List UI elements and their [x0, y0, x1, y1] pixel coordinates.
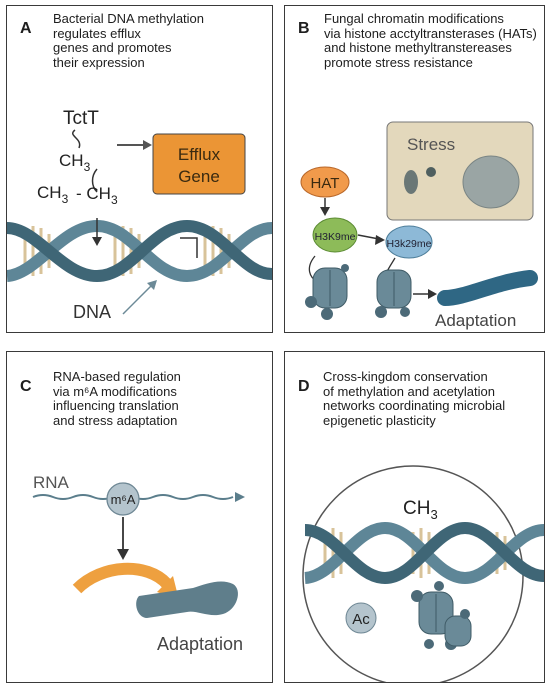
nucleosome-cluster-left	[305, 255, 349, 320]
dna-label: DNA	[73, 302, 111, 322]
panel-b: B Fungal chromatin modifications via his…	[284, 5, 545, 333]
rna-label: RNA	[33, 473, 70, 492]
m6a-node	[106, 482, 140, 516]
panel-c-letter: C	[20, 378, 32, 395]
panel-d: D Cross-kingdom conservation of methylat…	[284, 351, 545, 683]
efflux-gene-line2: Gene	[178, 167, 220, 186]
efflux-gene-box	[152, 133, 246, 195]
panel-b-letter: B	[298, 20, 310, 37]
h3k9me-node	[312, 217, 358, 253]
h3k9me-label: H3K9me	[315, 231, 356, 243]
hat-node	[300, 166, 350, 198]
dna-pointer-arrow	[122, 283, 154, 315]
panel-b-caption: Fungal chromatin modifications via histo…	[324, 11, 537, 70]
panel-a-dna-helix	[7, 219, 272, 283]
hat-label: HAT	[311, 175, 340, 192]
panel-a-caption: Bacterial DNA methylation regulates effl…	[53, 11, 205, 70]
adaptation-blob	[136, 581, 238, 618]
panel-d-diagram: CH3 Ac	[302, 465, 544, 682]
stress-particle-dot	[426, 167, 436, 177]
panel-a: A Bacterial DNA methylation regulates ef…	[6, 5, 273, 333]
h3k29me-node	[385, 225, 433, 259]
panel-b-diagram: Stress HAT H3K9me H3k29me	[300, 121, 538, 330]
tctt-bond	[72, 129, 81, 149]
panel-c: C RNA-based regulation via m⁶A modificat…	[6, 351, 273, 683]
panel-d-ch3-label: CH3	[403, 498, 438, 522]
ch3-left-label: CH3	[37, 183, 69, 206]
panel-c-caption: RNA-based regulation via m⁶A modificatio…	[53, 369, 181, 428]
acetyl-node	[345, 602, 377, 634]
panel-c-adaptation-label: Adaptation	[157, 634, 243, 654]
tctt-label: TctT	[63, 108, 99, 129]
panel-d-dna-helix	[303, 521, 544, 585]
ch3-top-label: CH3	[59, 151, 91, 174]
panel-d-letter: D	[298, 378, 310, 395]
panel-d-caption: Cross-kingdom conservation of methylatio…	[323, 369, 506, 428]
panel-d-nucleosome	[411, 581, 472, 650]
nucleosome-cluster-right	[375, 257, 412, 318]
adaptation-arrow	[72, 562, 172, 594]
panel-a-letter: A	[20, 20, 32, 37]
panel-b-adaptation-label: Adaptation	[435, 311, 516, 330]
ac-label: Ac	[352, 611, 370, 628]
panel-c-diagram: RNA m⁶A Adaptation	[32, 473, 245, 654]
ch3-right-label: - CH3	[76, 184, 118, 207]
stress-label: Stress	[407, 135, 455, 154]
stress-particle-large	[462, 155, 520, 209]
efflux-gene-line1: Efflux	[178, 145, 221, 164]
m6a-label: m⁶A	[111, 492, 136, 507]
adaptation-worm	[437, 270, 538, 306]
stress-particle-small	[404, 170, 418, 194]
ch3-bond	[91, 168, 98, 193]
h3k29me-label: H3k29me	[387, 238, 432, 250]
panel-a-diagram: TctT CH3 CH3 - CH3 Efflux Gene DNA	[7, 108, 272, 322]
